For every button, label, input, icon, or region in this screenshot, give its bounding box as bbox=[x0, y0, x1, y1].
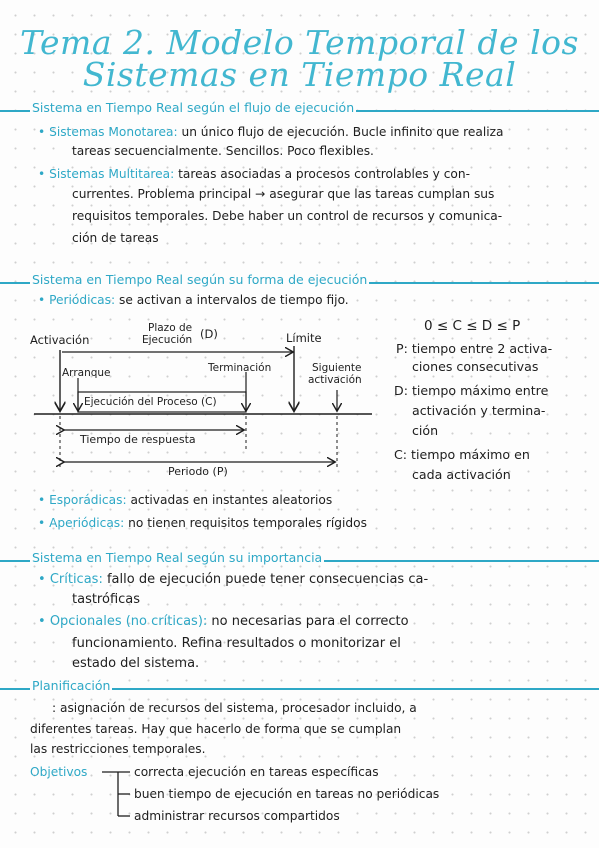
bullet-icon: • bbox=[38, 293, 46, 307]
bullet-icon: • bbox=[38, 167, 46, 181]
bullet-icon: • bbox=[38, 572, 46, 587]
monotarea-line1: • Sistemas Monotarea: un único flujo de … bbox=[38, 124, 503, 140]
def-d-line2: activación y termina- bbox=[412, 403, 546, 418]
planificacion-line2: diferentes tareas. Hay que hacerlo de fo… bbox=[30, 722, 402, 736]
esporadicas-term: Esporádicas: bbox=[49, 493, 127, 507]
section-heading-planificacion: Planificación bbox=[30, 678, 113, 693]
def-p-line2: ciones consecutivas bbox=[412, 359, 539, 374]
diagram-label-terminacion: Terminación bbox=[208, 362, 272, 374]
periodicas-term: Periódicas: bbox=[49, 293, 116, 307]
multitarea-line1: • Sistemas Multitarea: tareas asociadas … bbox=[38, 166, 470, 182]
def-p-line1: P: tiempo entre 2 activa- bbox=[396, 341, 553, 356]
multitarea-text1: tareas asociadas a procesos controlables… bbox=[178, 167, 470, 181]
section-heading-flujo: Sistema en Tiempo Real según el flujo de… bbox=[30, 100, 357, 115]
def-d-line1: D: tiempo máximo entre bbox=[394, 383, 549, 398]
page-title-line2: Sistemas en Tiempo Real bbox=[82, 55, 517, 94]
diagram-label-respuesta: Tiempo de respuesta bbox=[80, 433, 196, 446]
opcionales-line2: funcionamiento. Refina resultados o moni… bbox=[72, 636, 401, 651]
diagram-label-plazo2: Ejecución bbox=[142, 334, 193, 346]
planificacion-text1: asignación de recursos del sistema, proc… bbox=[59, 701, 417, 715]
multitarea-term: Sistemas Multitarea: bbox=[49, 167, 175, 181]
criticas-text1: fallo de ejecución puede tener consecuen… bbox=[106, 572, 429, 587]
section-divider-planificacion bbox=[0, 688, 599, 690]
planificacion-line3: las restricciones temporales. bbox=[30, 742, 206, 756]
diagram-label-limite: Límite bbox=[286, 331, 322, 345]
opcionales-text1: no necesarias para el correcto bbox=[211, 614, 409, 629]
inequality-text: 0 ≤ C ≤ D ≤ P bbox=[424, 318, 521, 334]
monotarea-text1: un único flujo de ejecución. Bucle infin… bbox=[181, 125, 504, 139]
aperiodicas-text: no tienen requisitos temporales rígidos bbox=[128, 516, 367, 530]
def-d-line3: ción bbox=[412, 423, 439, 438]
objetivo-3: administrar recursos compartidos bbox=[134, 809, 340, 823]
criticas-line2: tastróficas bbox=[72, 592, 141, 607]
bullet-icon: • bbox=[38, 614, 46, 629]
diagram-label-periodo: Periodo (P) bbox=[168, 465, 228, 478]
ejecucion-box bbox=[77, 391, 247, 413]
diagram-label-arranque: Arranque bbox=[62, 367, 111, 379]
multitarea-line4: ción de tareas bbox=[72, 231, 159, 245]
section-heading-importancia: Sistema en Tiempo Real según su importan… bbox=[30, 550, 325, 565]
aperiodicas-term: Aperiódicas: bbox=[49, 516, 125, 530]
bullet-icon: • bbox=[38, 125, 46, 139]
section-heading-forma: Sistema en Tiempo Real según su forma de… bbox=[30, 272, 370, 287]
periodicas-line: • Periódicas: se activan a intervalos de… bbox=[38, 292, 349, 308]
esporadicas-text: activadas en instantes aleatorios bbox=[130, 493, 333, 507]
objetivo-2: buen tiempo de ejecución en tareas no pe… bbox=[134, 787, 440, 801]
objetivos-label: Objetivos bbox=[30, 765, 88, 779]
def-c-line2: cada activación bbox=[412, 467, 511, 482]
planificacion-line1: : asignación de recursos del sistema, pr… bbox=[52, 700, 417, 716]
aperiodicas-line: • Aperiódicas: no tienen requisitos temp… bbox=[38, 515, 367, 531]
monotarea-term: Sistemas Monotarea: bbox=[49, 125, 178, 139]
criticas-line1: • Críticas: fallo de ejecución puede ten… bbox=[38, 572, 428, 588]
opcionales-term: Opcionales (no críticas): bbox=[49, 614, 208, 629]
bullet-icon: • bbox=[38, 516, 46, 530]
diagram-label-plazo1: Plazo de bbox=[148, 322, 193, 334]
diagram-label-siguiente2: activación bbox=[308, 374, 362, 386]
objetivo-1: correcta ejecución en tareas específicas bbox=[134, 765, 379, 779]
multitarea-line2: currentes. Problema principal → asegurar… bbox=[72, 187, 495, 201]
periodicas-text: se activan a intervalos de tiempo fijo. bbox=[118, 293, 349, 307]
diagram-label-plazo-symbol: (D) bbox=[200, 327, 218, 341]
diagram-label-ejecucion: Ejecución del Proceso (C) bbox=[84, 396, 217, 408]
criticas-term: Críticas: bbox=[49, 572, 103, 587]
opcionales-line3: estado del sistema. bbox=[72, 656, 200, 671]
esporadicas-line: • Esporádicas: activadas en instantes al… bbox=[38, 492, 332, 508]
def-c-line1: C: tiempo máximo en bbox=[394, 447, 530, 462]
opcionales-line1: • Opcionales (no críticas): no necesaria… bbox=[38, 614, 409, 630]
bullet-icon: • bbox=[38, 493, 46, 507]
colon-marker: : bbox=[52, 701, 57, 715]
multitarea-line3: requisitos temporales. Debe haber un con… bbox=[72, 209, 503, 223]
page-title-line1: Tema 2. Modelo Temporal de los bbox=[20, 23, 579, 62]
monotarea-line2: tareas secuencialmente. Sencillos. Poco … bbox=[72, 144, 374, 158]
diagram-label-activacion: Activación bbox=[30, 333, 90, 347]
diagram-label-siguiente1: Siguiente bbox=[312, 362, 362, 374]
